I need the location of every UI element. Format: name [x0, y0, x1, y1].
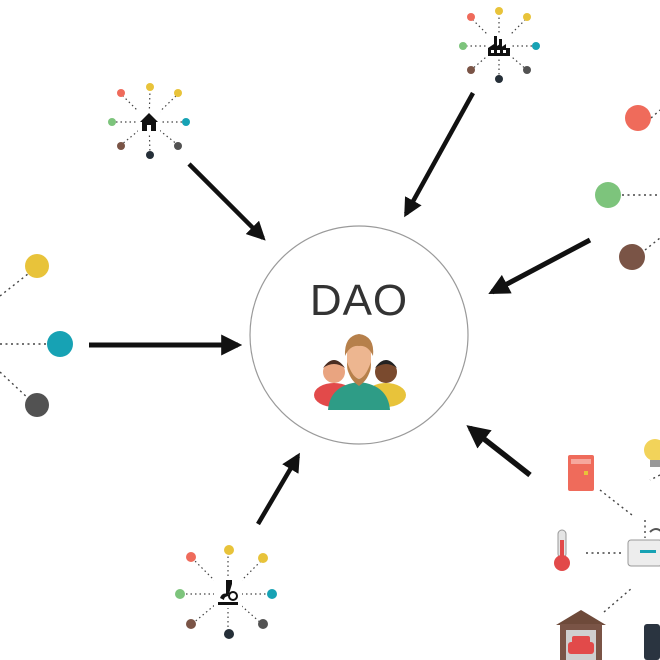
- arrow-from-home: [187, 162, 266, 241]
- arrows: [89, 91, 592, 526]
- device-icon: [644, 624, 660, 660]
- right-dot-green: [595, 182, 621, 208]
- factory-dots: [459, 7, 540, 83]
- garage-car-icon: [556, 610, 606, 660]
- room-icon: [568, 455, 594, 491]
- dao-hub: DAO: [249, 225, 469, 445]
- arrow-from-iot: [466, 425, 532, 478]
- lab-dots: [175, 545, 277, 639]
- bulb-icon: [644, 439, 660, 467]
- left-dot-gray: [25, 393, 49, 417]
- left-cluster: [0, 254, 73, 417]
- left-dot-yellow: [25, 254, 49, 278]
- arrow-from-right: [488, 237, 592, 295]
- lab-cluster: [181, 553, 272, 633]
- dao-title: DAO: [310, 276, 408, 325]
- people-icon: [314, 334, 406, 410]
- home-icon: [138, 111, 160, 133]
- left-dot-teal: [47, 331, 73, 357]
- right-cluster: [595, 105, 660, 270]
- factory-icon: [486, 34, 512, 58]
- thermometer-icon: [554, 529, 570, 571]
- arrow-from-lab: [256, 452, 300, 526]
- iot-cluster: [554, 439, 660, 660]
- right-dot-red: [625, 105, 651, 131]
- router-icon: [627, 528, 660, 567]
- arrow-from-factory: [404, 91, 475, 218]
- microscope-icon: [214, 578, 242, 608]
- home-dots: [108, 83, 190, 159]
- right-dot-brown: [619, 244, 645, 270]
